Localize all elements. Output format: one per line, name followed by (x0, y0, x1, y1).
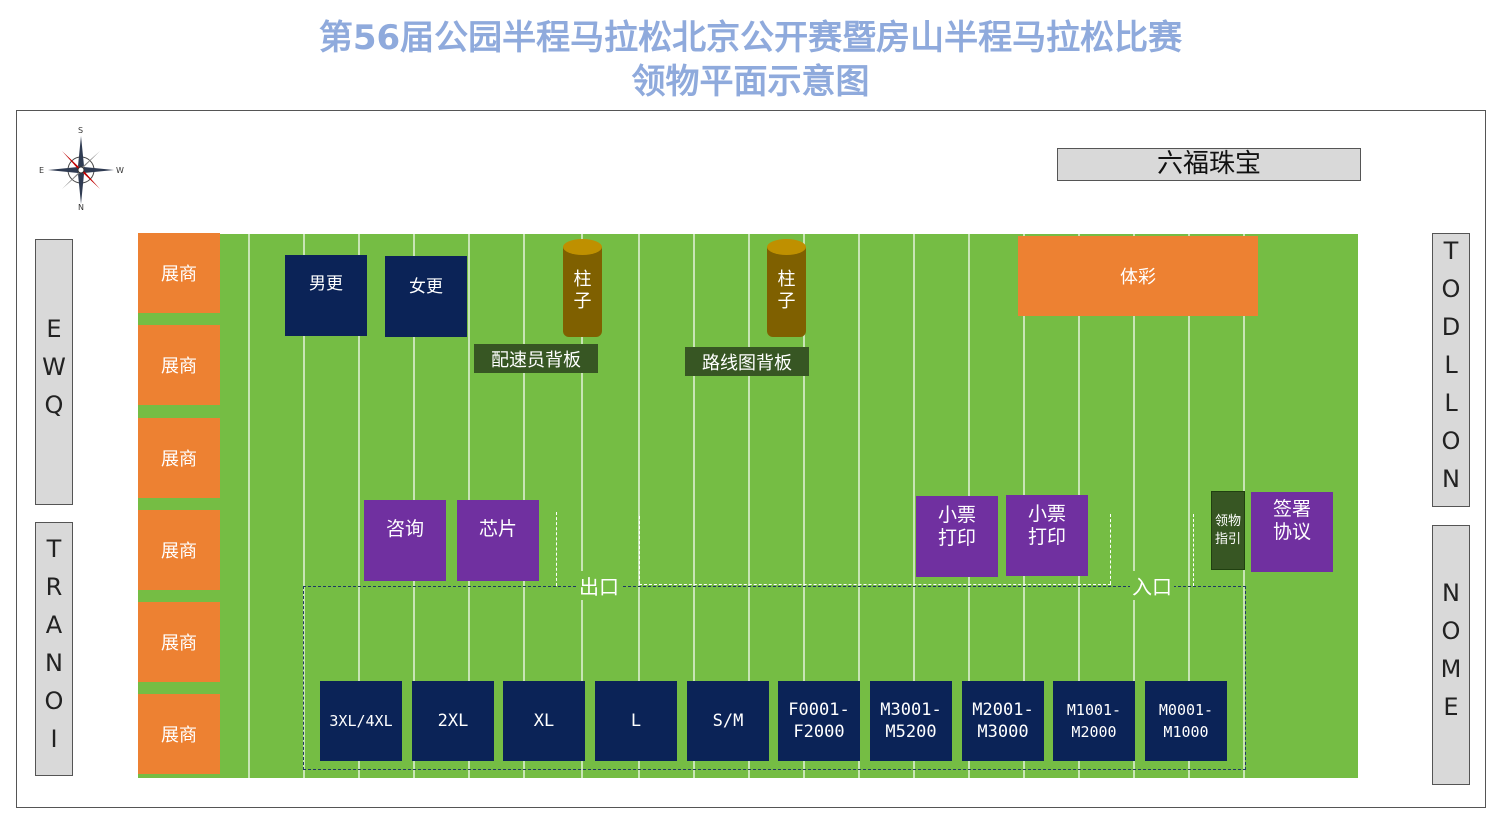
field-stripe (248, 234, 250, 778)
compass-top-label: S (78, 126, 83, 135)
agreement-signing-desk: 签署 协议 (1251, 492, 1333, 572)
field-stripe (858, 234, 860, 778)
compass-left-label: E (39, 166, 44, 175)
pacer-backdrop: 配速员背板 (474, 344, 598, 373)
pickup-window-bib-range: M0001- M1000 (1145, 681, 1227, 761)
queue-line (639, 584, 1111, 585)
field-stripe (303, 234, 305, 778)
page-title: 第56届公园半程马拉松北京公开赛暨房山半程马拉松比赛 (318, 18, 1183, 58)
side-booth-label: EWQ (40, 315, 68, 429)
exhibitor-booth: 展商 (138, 418, 220, 498)
side-booth-right-bottom: NOME (1432, 525, 1470, 785)
male-changing-room: 男更 (285, 255, 367, 336)
pickup-window-size: L (595, 681, 677, 761)
lottery-booth: 体彩 (1018, 236, 1258, 316)
pickup-window-bib-range: M1001- M2000 (1053, 681, 1135, 761)
pickup-guide-sign: 领物 指引 (1211, 491, 1245, 570)
compass: S N W E (38, 126, 128, 212)
pickup-window-bib-range: F0001- F2000 (778, 681, 860, 761)
field-stripe (803, 234, 805, 778)
pillar-label: 柱 子 (777, 269, 796, 312)
queue-divider (639, 516, 640, 584)
field-stripe (913, 234, 915, 778)
field-stripe (358, 234, 360, 778)
pickup-window-size: S/M (687, 681, 769, 761)
exhibitor-booth: 展商 (138, 694, 220, 774)
pickup-window-size: XL (503, 681, 585, 761)
entry-gate-label: 入口 (1130, 571, 1174, 600)
compass-rose-icon: S N W E (39, 126, 124, 212)
queue-divider (1110, 514, 1111, 584)
field-stripe (581, 234, 583, 778)
venue-frame (16, 110, 1486, 808)
compass-bottom-label: N (78, 203, 84, 212)
exhibitor-booth: 展商 (138, 510, 220, 590)
pickup-window-bib-range: M3001- M5200 (870, 681, 952, 761)
side-booth-right-top: TODLLON (1432, 233, 1470, 507)
field-stripe (693, 234, 695, 778)
pickup-window-size: 2XL (412, 681, 494, 761)
page-subtitle: 领物平面示意图 (631, 62, 870, 102)
consultation-desk: 咨询 (364, 500, 446, 581)
exhibitor-booth: 展商 (138, 602, 220, 682)
exit-gate-label: 出口 (577, 571, 621, 600)
chip-desk: 芯片 (457, 500, 539, 581)
pillar: 柱 子 (563, 239, 602, 337)
queue-divider (1193, 514, 1194, 586)
compass-right-label: W (116, 166, 124, 175)
sponsor-banner: 六福珠宝 (1057, 148, 1361, 181)
field-stripe (638, 234, 640, 778)
exhibitor-booth: 展商 (138, 325, 220, 405)
pickup-area (303, 586, 1246, 770)
female-changing-room: 女更 (385, 256, 467, 337)
receipt-print-desk: 小票 打印 (916, 496, 998, 577)
side-booth-label: TODLLON (1437, 237, 1465, 503)
pickup-window-bib-range: M2001- M3000 (962, 681, 1044, 761)
side-booth-label: TRANOI (40, 535, 68, 763)
pillar: 柱 子 (767, 239, 806, 337)
queue-divider (556, 512, 557, 586)
side-booth-left-top: EWQ (35, 239, 73, 505)
field-stripe (1188, 234, 1190, 778)
route-map-backdrop: 路线图背板 (685, 347, 809, 376)
field-stripe (748, 234, 750, 778)
pickup-window-size: 3XL/4XL (320, 681, 402, 761)
side-booth-left-bottom: TRANOI (35, 522, 73, 776)
side-booth-label: NOME (1437, 579, 1465, 731)
field-stripe (1133, 234, 1135, 778)
pillar-label: 柱 子 (573, 269, 592, 312)
exhibitor-booth: 展商 (138, 233, 220, 313)
receipt-print-desk: 小票 打印 (1006, 495, 1088, 576)
